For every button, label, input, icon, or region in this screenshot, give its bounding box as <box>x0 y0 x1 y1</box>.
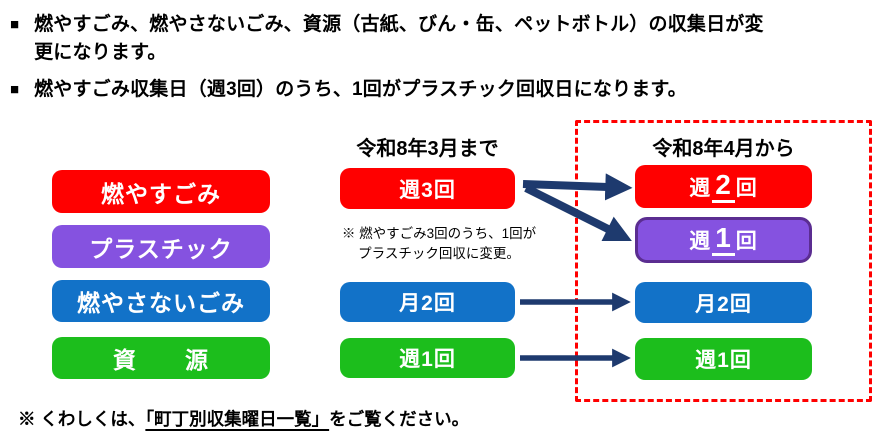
after-plastic-count: 1 <box>712 224 735 256</box>
plastic-change-note: ※ 燃やすごみ3回のうち、1回が プラスチック回収に変更。 <box>323 224 555 264</box>
bullet-item-1: ■ 燃やすごみ、燃やさないごみ、資源（古紙、びん・缶、ペットボトル）の収集日が変… <box>10 11 782 67</box>
before-box-resource: 週1回 <box>340 338 515 378</box>
footer-note: ※ くわしくは、「町丁別収集曜日一覧」をご覧ください。 <box>18 406 469 431</box>
collection-day-list-link[interactable]: 「町丁別収集曜日一覧」 <box>145 409 330 429</box>
after-burnable-count: 2 <box>712 170 735 203</box>
after-box-nonburnable: 月2回 <box>635 282 812 323</box>
bullet-2-text: 燃やすごみ収集日（週3回）のうち、1回がプラスチック回収日になります。 <box>34 79 687 100</box>
bullet-square-icon: ■ <box>10 16 20 33</box>
before-box-burnable: 週3回 <box>340 168 515 209</box>
emphasis-dashed-box <box>575 120 872 402</box>
plastic-change-note-line2: プラスチック回収に変更。 <box>358 246 520 261</box>
bullet-1-text: 燃やすごみ、燃やさないごみ、資源（古紙、びん・缶、ペットボトル）の収集日が変更に… <box>34 14 764 63</box>
bullet-square-icon: ■ <box>10 81 20 98</box>
category-box-nonburnable: 燃やさないごみ <box>52 280 270 322</box>
footer-prefix: ※ くわしくは、 <box>18 409 146 429</box>
column-header-before: 令和8年3月まで <box>356 138 499 160</box>
after-plastic-post: 回 <box>735 230 758 253</box>
after-box-resource: 週1回 <box>635 338 812 380</box>
before-box-nonburnable: 月2回 <box>340 282 515 322</box>
column-header-after: 令和8年4月から <box>652 138 795 160</box>
after-plastic-pre: 週 <box>689 230 712 253</box>
category-box-resource: 資 源 <box>52 337 270 379</box>
category-box-plastic: プラスチック <box>52 225 270 268</box>
footer-suffix: をご覧ください。 <box>329 409 470 429</box>
after-burnable-pre: 週 <box>689 176 712 200</box>
category-box-burnable: 燃やすごみ <box>52 170 270 213</box>
after-burnable-post: 回 <box>735 176 758 200</box>
plastic-change-note-line1: ※ 燃やすごみ3回のうち、1回が <box>341 226 537 241</box>
bullet-item-2: ■ 燃やすごみ収集日（週3回）のうち、1回がプラスチック回収日になります。 <box>10 76 687 104</box>
